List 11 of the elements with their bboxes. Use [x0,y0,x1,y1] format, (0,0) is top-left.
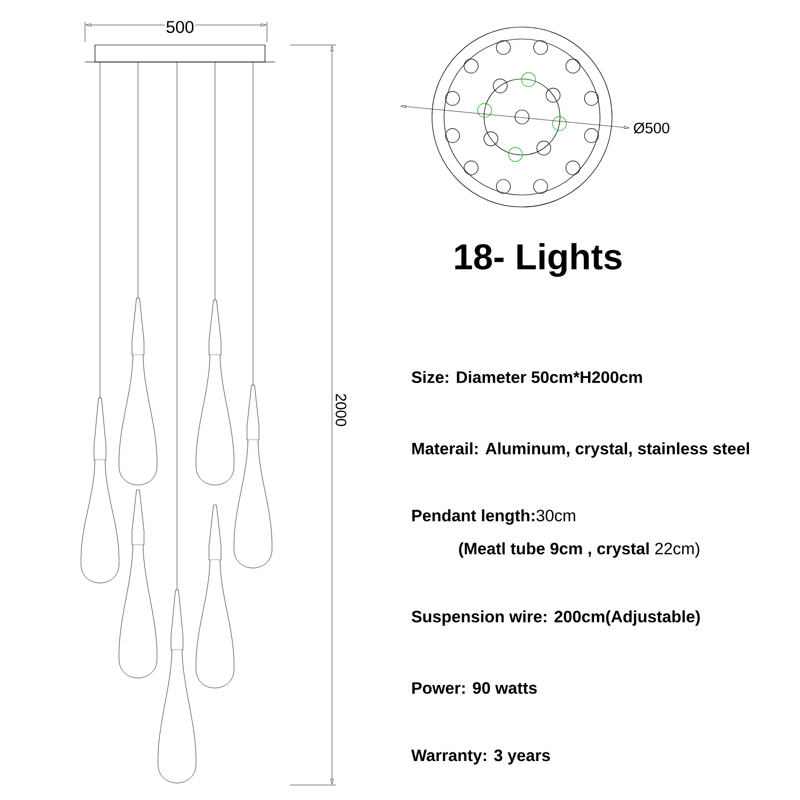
spec-text: Power: 90 watts [412,682,537,694]
dimension-label: 500 [164,20,196,34]
dimension-label: Ø500 [632,121,671,135]
spec-text: Materail: Aluminum, crystal, stainless steel [412,442,749,458]
spec-text: (Meatl tube 9cm , crystal 22cm) [459,542,700,558]
spec-text: Warranty: 3 years [411,750,550,764]
spec-text: Size: Diameter 50cm*H200cm [412,370,642,384]
spec-text: Suspension wire: 200cm(Adjustable) [412,610,700,626]
heading: 18- Lights [455,243,622,277]
dimension-label: 2000 [334,392,348,428]
spec-text: Pendant length:30cm [412,509,576,525]
